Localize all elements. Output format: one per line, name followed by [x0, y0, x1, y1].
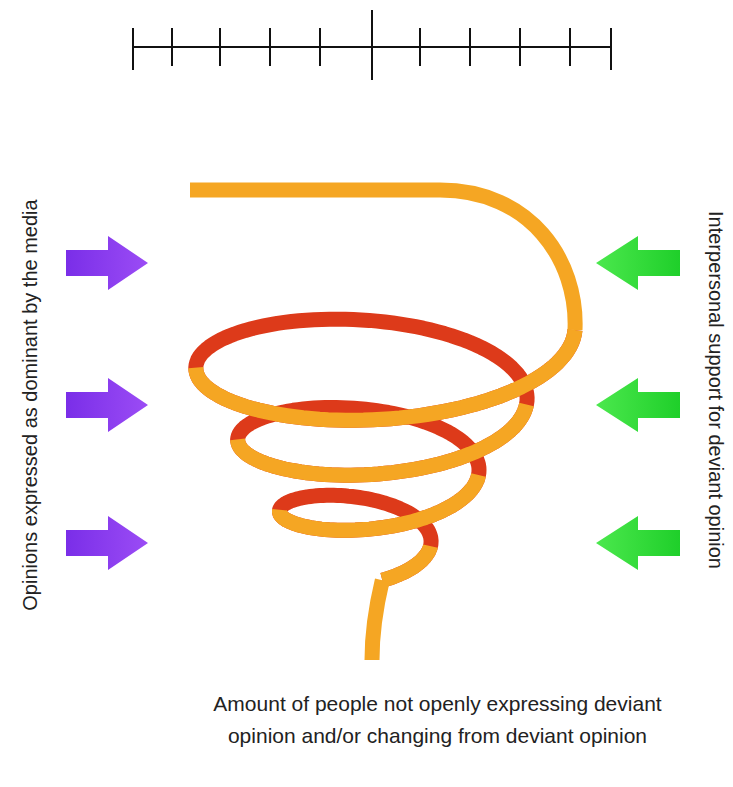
ribbon-top: [190, 190, 575, 330]
media-arrows: [66, 236, 148, 570]
ribbon-tail: [372, 580, 382, 660]
ribbon-back: [196, 319, 575, 580]
axis-label: Interpersonal support for deviant opinio…: [702, 80, 730, 700]
axis-label: Amount of people not openly expressing d…: [150, 688, 725, 752]
spiral-ribbon: [190, 190, 575, 660]
scale-ruler: [133, 10, 611, 80]
support-arrows: [596, 236, 680, 570]
axis-label: Opinions expressed as dominant by the me…: [16, 95, 44, 715]
ribbon-front: [196, 330, 575, 580]
